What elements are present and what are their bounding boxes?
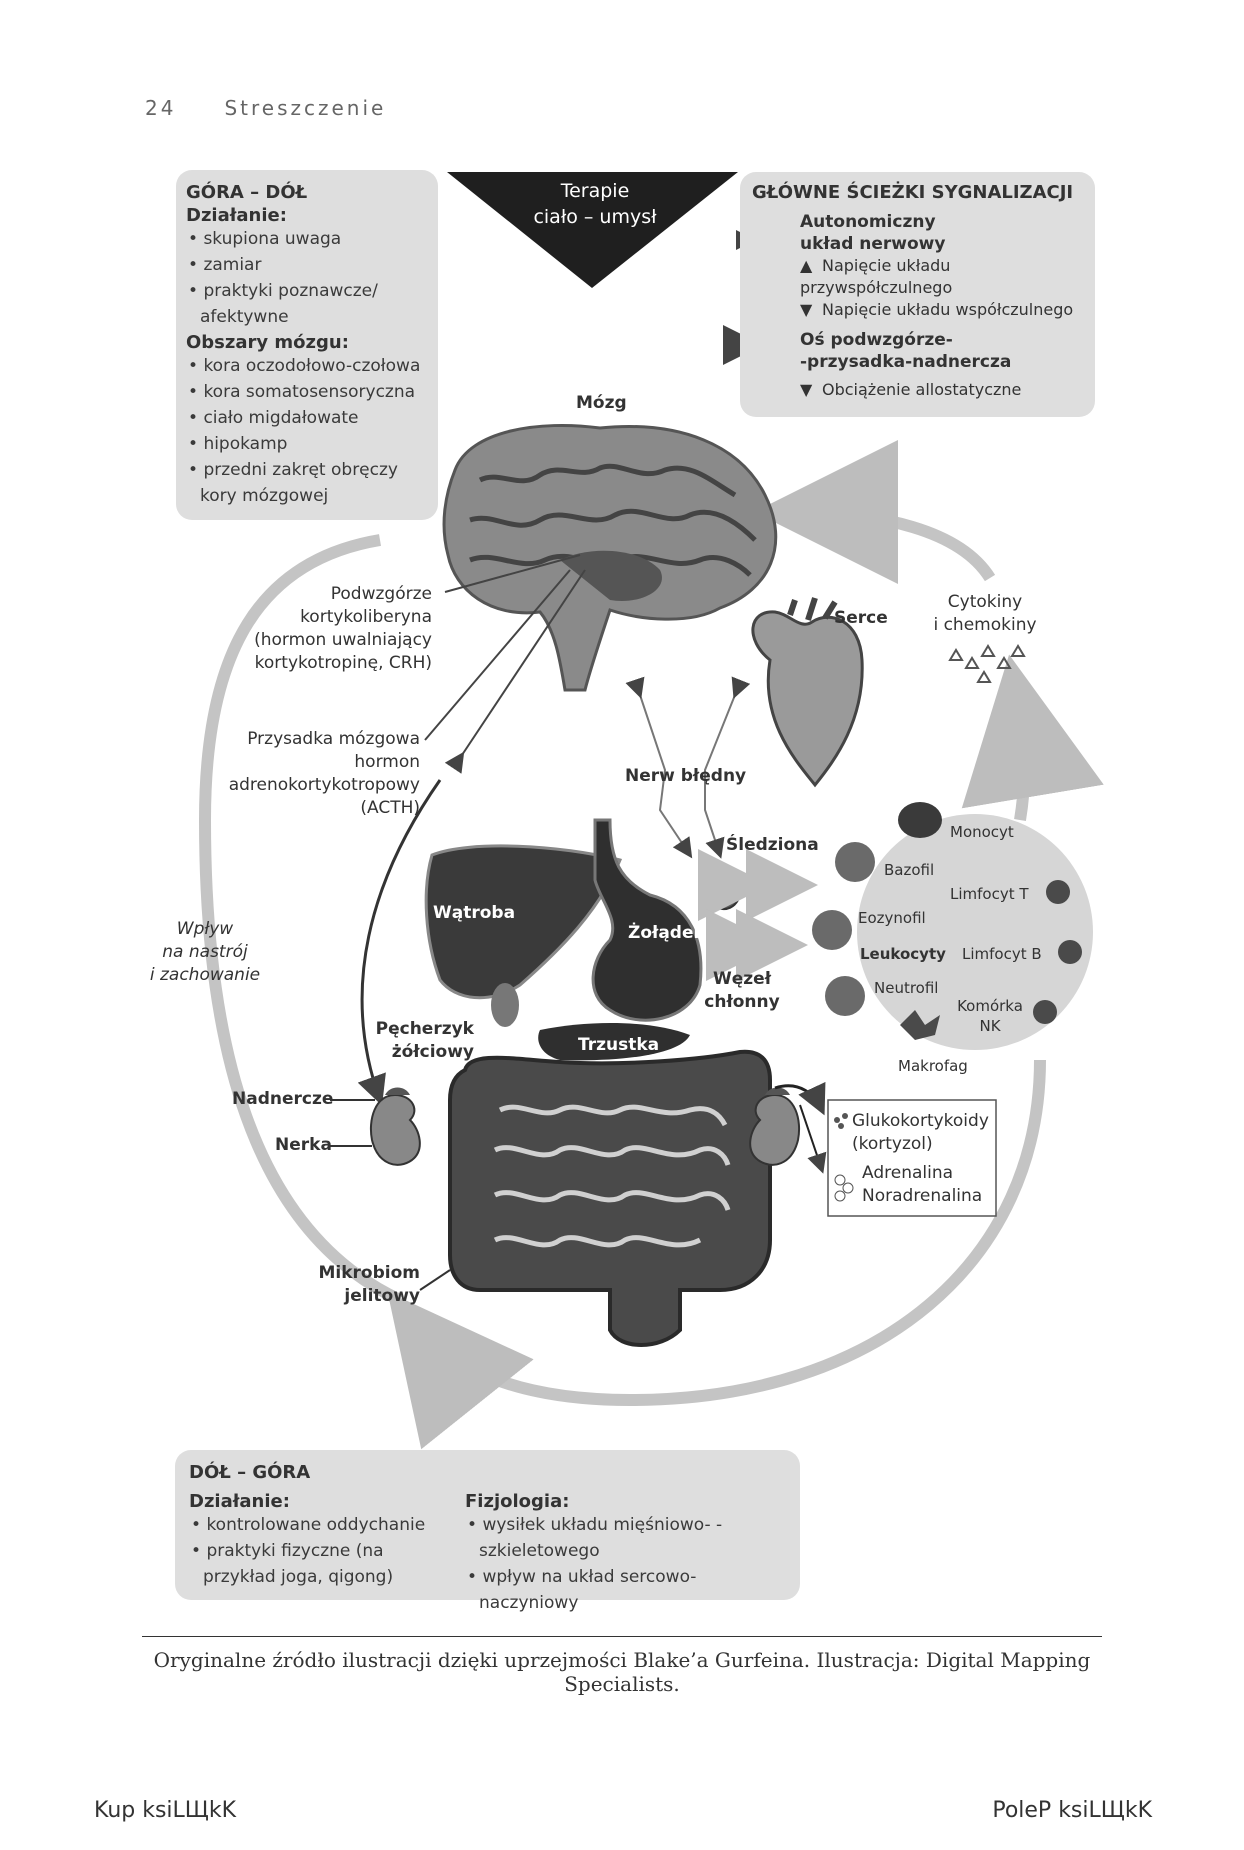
monocyte-label: Monocyt <box>950 823 1014 841</box>
list-item: kora oczodołowo-czołowa <box>186 353 428 379</box>
hpa-line2: -przysadka-nadnercza <box>800 352 1012 372</box>
acth-pathway-arrow <box>357 779 442 1106</box>
microbiome-label: Mikrobiom jelitowy <box>318 1263 420 1306</box>
therapy-line1: Terapie <box>560 180 630 202</box>
figure-caption: Oryginalne źródło ilustracji dzięki uprz… <box>153 1648 1091 1696</box>
b-cell-label: Limfocyt B <box>962 945 1042 963</box>
loop-left-arrow <box>198 534 403 1306</box>
therapy-triangle <box>447 172 738 288</box>
lymph-node-label: Węzeł chłonny <box>704 969 780 1012</box>
therapy-line2: ciało – umysł <box>533 206 657 228</box>
liver-label: Wątroba <box>433 903 516 923</box>
list-item: ciało migdałowate <box>186 405 428 431</box>
heart-illustration <box>751 597 864 788</box>
pancreas-illustration <box>538 1023 690 1061</box>
therapy-label: Terapie ciało – umysł <box>500 178 690 230</box>
bottom-up-panel: DÓŁ – GÓRA Działanie: kontrolowane oddyc… <box>175 1450 800 1613</box>
lymph-node-illustration <box>723 930 753 960</box>
ans-line1: Autonomiczny <box>800 212 936 232</box>
list-item: wpływ na układ sercowo-naczyniowy <box>465 1564 785 1616</box>
adrenaline-label: Adrenalina Noradrenalina <box>862 1163 983 1206</box>
stomach-label: Żołądek <box>628 923 705 943</box>
gallbladder-label: Pęcherzyk żółciowy <box>375 1019 474 1062</box>
parasympathetic-label: Napięcie układu przywspółczulnego <box>800 256 953 297</box>
heart-label: Serce <box>834 608 888 628</box>
brain-areas-list: kora oczodołowo-czołowa kora somatosenso… <box>186 353 428 509</box>
allostatic-row: ▼ Obciążenie allostatyczne <box>800 379 1083 401</box>
hpa-line1: Oś podwzgórze- <box>800 330 953 350</box>
pancreas-label: Trzustka <box>578 1035 660 1055</box>
immune-cells <box>812 802 1082 1040</box>
signaling-title: GŁÓWNE ŚCIEŻKI SYGNALIZACJI <box>752 182 1074 203</box>
neutrophil-label: Neutrofil <box>874 979 939 997</box>
list-item: wysiłek układu mięśniowo- -szkieletowego <box>465 1512 785 1564</box>
page-header: 24 Streszczenie <box>145 96 386 120</box>
nk-cell-label: Komórka NK <box>957 997 1023 1035</box>
list-item: kontrolowane oddychanie <box>189 1512 441 1538</box>
mood-behavior-label: Wpływ na nastrój i zachowanie <box>149 919 261 985</box>
physiology-list: wysiłek układu mięśniowo- -szkieletowego… <box>465 1512 785 1616</box>
bottom-up-actions: kontrolowane oddychanie praktyki fizyczn… <box>189 1512 441 1590</box>
caption-divider <box>142 1636 1102 1637</box>
leukocytes-label: Leukocyty <box>860 945 946 963</box>
top-down-action-label: Działanie: <box>186 205 287 226</box>
triangle-down-icon: ▼ <box>800 380 813 399</box>
list-item: zamiar <box>186 252 428 278</box>
triangle-up-icon: ▲ <box>800 256 813 275</box>
spleen-illustration <box>705 867 742 910</box>
cytokine-symbols <box>948 644 1026 683</box>
ans-line2: układ nerwowy <box>800 234 946 254</box>
basophil-label: Bazofil <box>884 861 935 879</box>
vagus-nerve-label: Nerw błędny <box>625 766 747 786</box>
adrenal-label: Nadnercze <box>232 1089 334 1109</box>
bottom-up-action-label: Działanie: <box>189 1491 290 1512</box>
kidneys-illustration <box>369 1087 801 1166</box>
hypothalamus-label: Podwzgórze kortykoliberyna (hormon uwaln… <box>254 584 432 673</box>
loop-bottom-arrow <box>387 1059 1046 1450</box>
page-number: 24 <box>145 96 177 120</box>
spleen-label: Śledziona <box>726 835 819 855</box>
physiology-label: Fizjologia: <box>465 1491 570 1512</box>
triangle-down-icon: ▼ <box>800 300 813 319</box>
vagus-arrows <box>625 676 751 859</box>
list-item: przedni zakręt obręczy kory mózgowej <box>186 457 428 509</box>
allostatic-label: Obciążenie allostatyczne <box>822 380 1022 399</box>
bottom-up-title: DÓŁ – GÓRA <box>189 1462 311 1483</box>
stomach-illustration <box>591 818 703 1022</box>
immune-cells-circle <box>857 814 1093 1050</box>
loop-top-right-arrow <box>754 440 996 585</box>
small-intestine <box>493 1104 731 1248</box>
glucocorticoids-label: Glukokortykoidy (kortyzol) <box>852 1111 989 1154</box>
hormone-box <box>827 1099 997 1217</box>
top-down-panel: GÓRA – DÓŁ Działanie: skupiona uwaga zam… <box>176 170 438 520</box>
pituitary-label: Przysadka mózgowa hormon adrenokortykotr… <box>228 729 420 818</box>
liver-illustration <box>424 844 623 1000</box>
eosinophil-label: Eozynofil <box>858 909 926 927</box>
macrophage-label: Makrofag <box>898 1057 968 1075</box>
section-title: Streszczenie <box>224 96 387 120</box>
cytokines-label: Cytokiny i chemokiny <box>933 592 1037 635</box>
brain-label: Mózg <box>576 393 627 413</box>
list-item: praktyki poznawcze/ afektywne <box>186 278 428 330</box>
list-item: hipokamp <box>186 431 428 457</box>
top-down-actions: skupiona uwaga zamiar praktyki poznawcze… <box>186 226 428 330</box>
gallbladder-illustration <box>491 983 519 1027</box>
list-item: kora somatosensoryczna <box>186 379 428 405</box>
sympathetic-row: ▼ Napięcie układu współczulnego <box>800 299 1083 321</box>
loop-right-arrow <box>961 654 1104 821</box>
signaling-legend-panel: GŁÓWNE ŚCIEŻKI SYGNALIZACJI Autonomiczny… <box>740 172 1095 417</box>
list-item: skupiona uwaga <box>186 226 428 252</box>
list-item: praktyki fizyczne (na przykład joga, qig… <box>189 1538 441 1590</box>
kidney-label: Nerka <box>275 1135 332 1155</box>
mind-body-figure <box>198 172 1104 1450</box>
brain-areas-label: Obszary mózgu: <box>186 332 349 353</box>
footer-recommend-link[interactable]: PoleP ksiLЩkK <box>992 1798 1152 1823</box>
footer-buy-link[interactable]: Kup ksiLЩkK <box>94 1798 237 1823</box>
brain-illustration <box>442 423 778 692</box>
t-cell-label: Limfocyt T <box>950 885 1029 903</box>
top-down-title: GÓRA – DÓŁ <box>186 182 308 203</box>
sympathetic-label: Napięcie układu współczulnego <box>822 300 1074 319</box>
parasympathetic-row: ▲Napięcie układu przywspółczulnego <box>800 255 1083 299</box>
